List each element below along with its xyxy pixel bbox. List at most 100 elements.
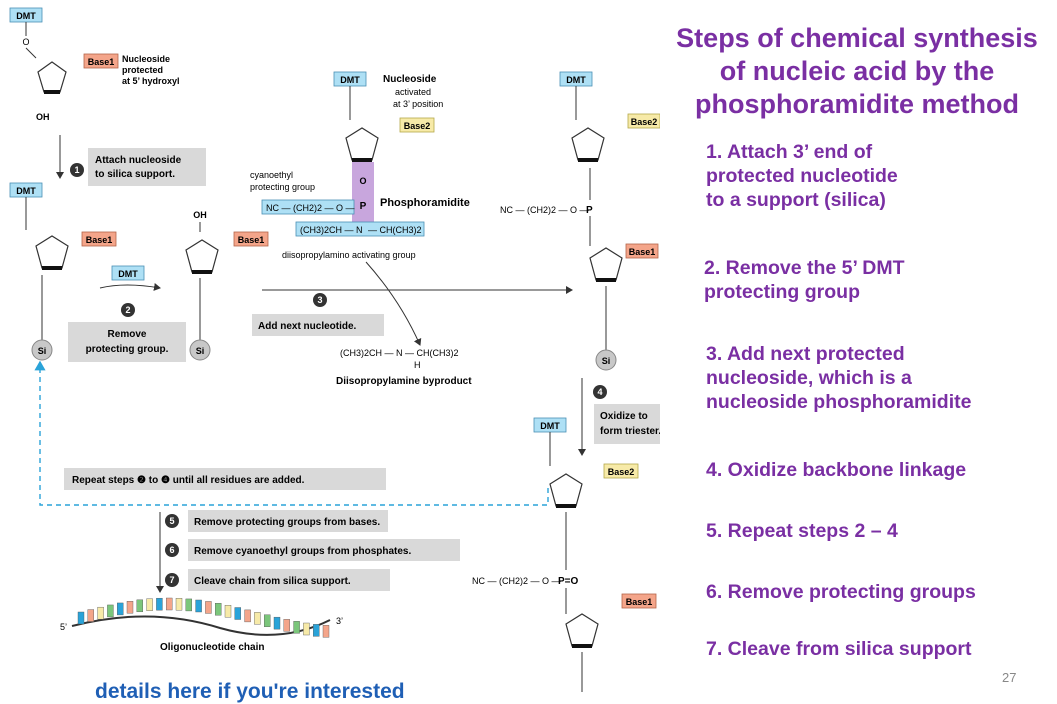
svg-text:P=O: P=O <box>558 576 579 587</box>
nucleotide-bar <box>273 616 281 630</box>
step3-label-box <box>252 314 384 336</box>
nucleotide-bar <box>116 602 124 616</box>
base2-label-2: Base2 <box>631 117 658 127</box>
dmt-label-4: DMT <box>340 75 360 85</box>
step-3: 3. Add next protected nucleoside, which … <box>706 343 972 413</box>
step7-label: Cleave chain from silica support. <box>194 576 351 587</box>
nucleotide-bar <box>126 601 134 614</box>
nucleotide-bar <box>313 624 320 637</box>
step1-number: 1 <box>74 165 79 175</box>
nucleoside-phosphoramidite: DMT Nucleoside activated at 3’ position … <box>250 71 470 260</box>
cyanoethyl-label-1: cyanoethyl <box>250 170 293 180</box>
step-5: 5. Repeat steps 2 – 4 <box>706 520 898 542</box>
step3-number: 3 <box>317 295 322 305</box>
step5-label: Remove protecting groups from bases. <box>194 517 380 528</box>
dmt-label-2: DMT <box>16 186 36 196</box>
protected-label-2: protected <box>122 65 163 75</box>
activated-label-3: at 3’ position <box>393 99 443 109</box>
step4-number: 4 <box>597 387 602 397</box>
step6-number: 6 <box>169 545 174 555</box>
amine-left: (CH3)2CH — N <box>300 225 363 235</box>
three-prime-label: 3’ <box>336 616 343 626</box>
nucleotide-bar <box>244 609 251 623</box>
dinucleotide-phosphite: DMT Base2 NC — (CH2)2 — O — P Base1 Si <box>500 71 660 371</box>
nucleotide-bar <box>303 622 310 636</box>
nucleotide-bar <box>234 607 242 620</box>
oligonucleotide-chain: 5’ 3’ Oligonucleotide chain <box>60 597 343 653</box>
step-4: 4. Oxidize backbone linkage <box>706 459 967 481</box>
step4-label-box <box>594 404 660 444</box>
step1-number-circle <box>70 163 84 177</box>
step1-label-box <box>88 148 206 186</box>
silica-bound-nucleoside: DMT Base1 Si <box>9 182 117 361</box>
step3-label: Add next nucleotide. <box>258 321 357 332</box>
svg-text:OH: OH <box>193 210 207 220</box>
step7-number: 7 <box>169 575 174 585</box>
activated-label-2: activated <box>395 87 431 97</box>
step-1: 1. Attach 3’ end of protected nucleotide… <box>706 141 898 211</box>
step-6: 6. Remove protecting groups <box>706 581 976 603</box>
byproduct-label: Diisopropylamine byproduct <box>336 376 472 387</box>
base2-label-3: Base2 <box>608 467 635 477</box>
svg-text:O: O <box>359 176 366 186</box>
page-number: 27 <box>1002 670 1017 685</box>
step-2: 2. Remove the 5’ DMT protecting group <box>704 257 905 303</box>
base1-label-6: Base1 <box>626 597 653 607</box>
step1-label-line2: to silica support. <box>95 169 175 180</box>
step4-label-line1: Oxidize to <box>600 411 648 422</box>
amine-right: — CH(CH3)2 <box>368 225 422 235</box>
byproduct-formula: (CH3)2CH — N — CH(CH3)2 <box>340 348 459 358</box>
nucleotide-bar <box>195 599 202 613</box>
deprotected-nucleoside: OH Base1 Si <box>185 210 269 361</box>
nc-chain-3: NC — (CH2)2 — O — <box>472 576 561 586</box>
step2-label-line1: Remove <box>108 329 147 340</box>
svg-text:P: P <box>586 205 593 216</box>
base1-label: Base1 <box>88 57 115 67</box>
base1-label-2: Base1 <box>86 235 113 245</box>
base1-box <box>83 53 119 69</box>
nucleotide-bar <box>205 601 212 614</box>
svg-text:O: O <box>22 37 29 47</box>
silica-label: Si <box>38 346 47 356</box>
repeat-label-box <box>64 468 386 490</box>
repeat-label: Repeat steps ❷ to ❹ until all residues a… <box>72 475 305 486</box>
dinucleotide-triester: DMT Base2 NC — (CH2)2 — O — P=O Base1 <box>472 417 657 692</box>
dmt-removed-label: DMT <box>118 269 138 279</box>
repeat-loop-arrow <box>34 360 549 506</box>
nucleotide-bar <box>77 611 85 625</box>
nucleotide-bar <box>254 612 261 625</box>
cyanoethyl-label-2: protecting group <box>250 182 315 192</box>
phosphoramidite-label: Phosphoramidite <box>380 197 470 209</box>
step1-label-line1: Attach nucleoside <box>95 155 182 166</box>
base1-label-3: Base1 <box>238 235 265 245</box>
step-7: 7. Cleave from silica support <box>706 638 972 660</box>
protected-label-1: Nucleoside <box>122 54 170 64</box>
silica-label-3: Si <box>196 346 205 356</box>
dmt-label-6: DMT <box>540 421 560 431</box>
dmt-label: DMT <box>16 11 36 21</box>
nucleotide-bar <box>175 598 183 611</box>
nucleotide-bar <box>136 599 144 613</box>
nc-chain-2: NC — (CH2)2 — O — <box>500 205 589 215</box>
nucleotide-bar <box>185 598 193 612</box>
details-note: details here if you're interested <box>95 680 405 703</box>
step2-label-line2: protecting group. <box>86 344 169 355</box>
step2-label-box <box>68 322 186 362</box>
nucleotide-bar <box>322 625 330 638</box>
nucleotide-bar <box>283 619 290 632</box>
step6-label: Remove cyanoethyl groups from phosphates… <box>194 546 411 557</box>
five-prime-label: 5’ <box>60 622 67 632</box>
step5-number: 5 <box>169 516 174 526</box>
base1-label-5: Base1 <box>629 247 656 257</box>
nucleotide-bar <box>264 614 271 627</box>
nucleotide-bar <box>156 597 163 611</box>
base2-label: Base2 <box>404 121 431 131</box>
nucleotide-bar <box>97 606 104 620</box>
byproduct-h: H <box>414 360 421 370</box>
dmt-label-5: DMT <box>566 75 586 85</box>
nucleotide-bar <box>293 621 300 634</box>
diisopropylamino-label: diisopropylamino activating group <box>282 250 416 260</box>
svg-text:P: P <box>360 201 367 212</box>
silica-bead <box>31 339 53 361</box>
